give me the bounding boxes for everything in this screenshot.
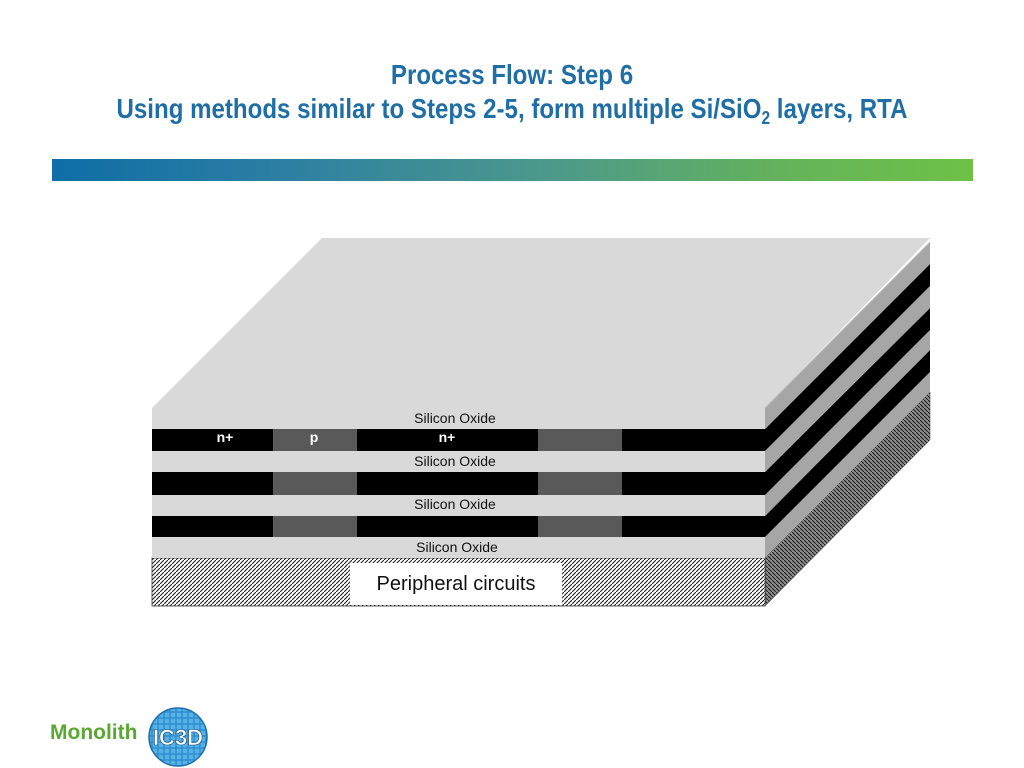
silicon-2-front: [152, 472, 765, 495]
logo-text: Monolith: [50, 721, 138, 744]
p-region-3a: [273, 516, 357, 537]
p-region-1a: [273, 429, 357, 451]
silicon-1-side: [765, 264, 930, 451]
oxide-3-side: [765, 330, 930, 516]
oxide-1-side: [765, 242, 930, 429]
p-region-3b: [538, 516, 622, 537]
oxide-2-front: [152, 451, 765, 472]
oxide-3-front: [152, 495, 765, 516]
p-region-2a: [273, 472, 357, 495]
silicon-3-side: [765, 350, 930, 537]
oxide-1-label: Silicon Oxide: [414, 410, 496, 426]
n-plus-left-label: n+: [217, 429, 234, 445]
title-subscript: 2: [761, 108, 771, 128]
logo-badge-text: IC3D: [153, 725, 203, 750]
oxide-1-front: [152, 408, 765, 429]
oxide-4-front: [152, 537, 765, 558]
silicon-1-front: [152, 429, 765, 451]
n-plus-right-label: n+: [439, 429, 456, 445]
top-surface-edge: [764, 241, 931, 409]
slide-title: Process Flow: Step 6 Using methods simil…: [72, 58, 953, 128]
peripheral-circuits-label: Peripheral circuits: [350, 563, 562, 605]
oxide-2-label: Silicon Oxide: [414, 453, 496, 469]
oxide-4-side: [765, 372, 930, 558]
title-line-2: Using methods similar to Steps 2-5, form…: [72, 92, 953, 128]
silicon-3-front: [152, 516, 765, 537]
silicon-2-side: [765, 308, 930, 495]
ic3d-badge-icon: IC3D: [148, 707, 208, 767]
p-region-1b: [538, 429, 622, 451]
oxide-2-side: [765, 286, 930, 472]
p-label: p: [310, 429, 319, 445]
title-line-1: Process Flow: Step 6: [390, 59, 634, 90]
top-surface: [152, 238, 930, 408]
oxide-4-label: Silicon Oxide: [416, 539, 498, 555]
title-line-2-tail: layers, RTA: [770, 93, 908, 124]
oxide-3-label: Silicon Oxide: [414, 496, 496, 512]
title-line-2-main: Using methods similar to Steps 2-5, form…: [116, 93, 762, 124]
gradient-banner: [52, 159, 973, 181]
p-region-2b: [538, 472, 622, 495]
